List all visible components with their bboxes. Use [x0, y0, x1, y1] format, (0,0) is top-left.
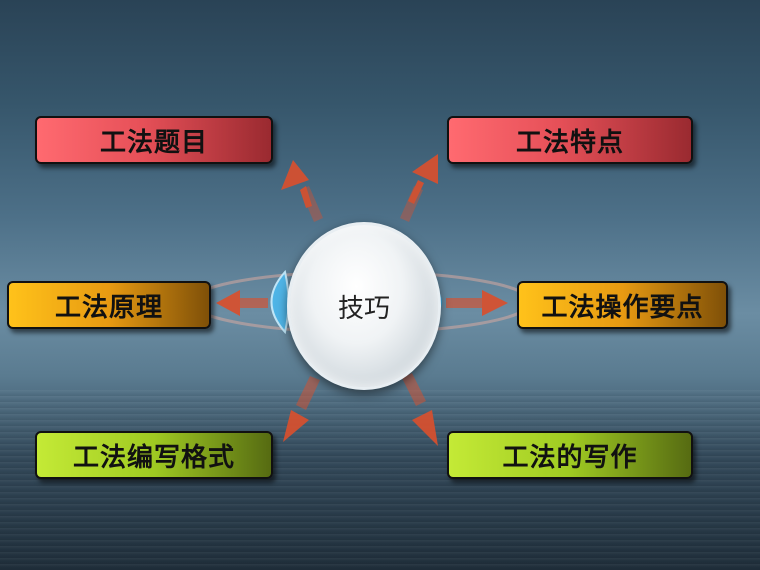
arrow-to-writing — [402, 373, 438, 446]
node-operation[interactable]: 工法操作要点 — [517, 281, 728, 329]
node-writing[interactable]: 工法的写作 — [447, 431, 693, 479]
arrow-to-features — [400, 154, 438, 222]
node-features[interactable]: 工法特点 — [447, 116, 693, 164]
arrow-to-title — [281, 160, 323, 222]
center-hub[interactable]: 技巧 — [287, 222, 441, 390]
left-lens-icon — [270, 269, 290, 335]
arrow-to-operation — [446, 290, 508, 316]
node-principle[interactable]: 工法原理 — [7, 281, 211, 329]
arrow-to-principle — [216, 290, 268, 316]
node-format[interactable]: 工法编写格式 — [35, 431, 273, 479]
center-label: 技巧 — [337, 293, 390, 324]
node-title[interactable]: 工法题目 — [35, 116, 273, 164]
arrow-to-format — [283, 376, 320, 442]
